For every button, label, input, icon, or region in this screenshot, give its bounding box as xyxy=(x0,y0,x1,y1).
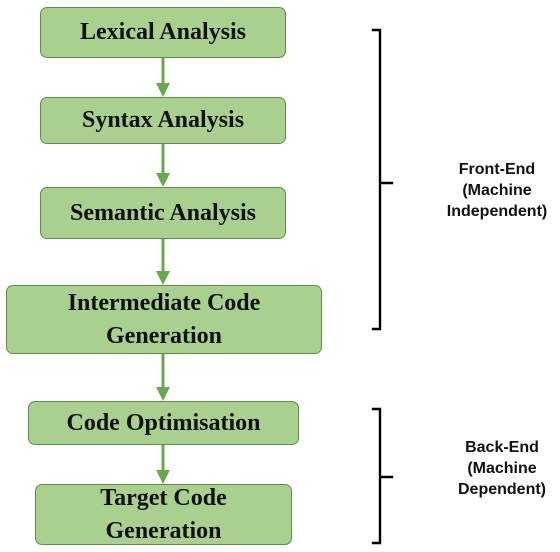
code-optimisation-label: Code Optimisation xyxy=(66,409,261,436)
semantic-analysis-label: Semantic Analysis xyxy=(69,199,257,226)
front-end-label: Front-End (Machine Independent) xyxy=(446,161,548,220)
lexical-analysis-box: Lexical Analysis xyxy=(40,7,286,58)
arrow-intermediate-to-optimisation xyxy=(156,354,170,401)
back-end-label: Back-End (Machine Dependent) xyxy=(458,439,546,498)
arrow-semantic-to-intermediate xyxy=(156,239,170,285)
arrow-optimisation-to-target xyxy=(156,445,170,484)
intermediate-code-generation-label: Intermediate Code Generation xyxy=(67,289,261,349)
target-code-generation-box: Target Code Generation xyxy=(35,484,292,545)
back-end-bracket xyxy=(371,407,394,545)
syntax-analysis-box: Syntax Analysis xyxy=(40,97,286,144)
arrow-syntax-to-semantic xyxy=(156,144,170,187)
target-code-generation-label: Target Code Generation xyxy=(100,484,227,544)
semantic-analysis-box: Semantic Analysis xyxy=(40,187,286,239)
syntax-analysis-label: Syntax Analysis xyxy=(81,107,245,133)
arrow-lexical-to-syntax xyxy=(156,58,170,97)
front-end-bracket xyxy=(371,28,394,331)
intermediate-code-generation-box: Intermediate Code Generation xyxy=(6,285,322,354)
code-optimisation-box: Code Optimisation xyxy=(28,401,299,445)
lexical-analysis-label: Lexical Analysis xyxy=(79,19,247,45)
